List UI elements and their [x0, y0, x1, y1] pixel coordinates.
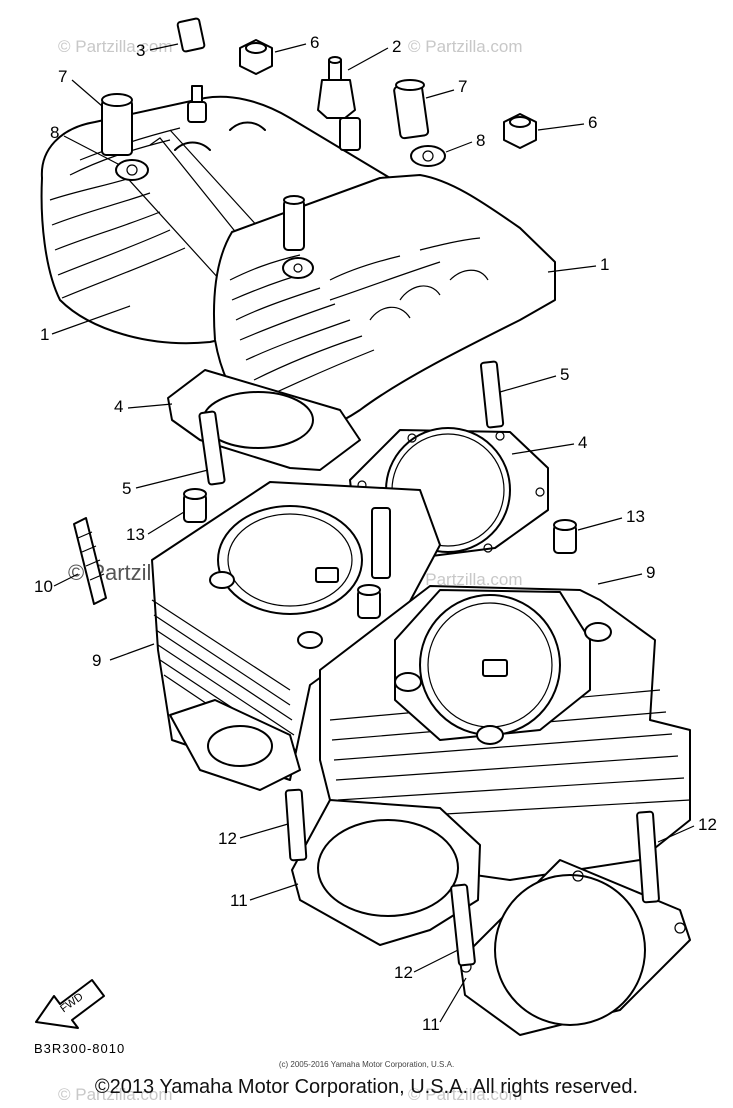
- cylinder-head-front: [213, 174, 556, 435]
- svg-text:2: 2: [392, 37, 401, 56]
- callout-11: 11: [230, 883, 299, 910]
- stud-5-right: [479, 360, 505, 429]
- bolt-13-center: [371, 507, 391, 579]
- callout-6: 6: [274, 33, 319, 53]
- callout-12: 12: [218, 823, 289, 848]
- watermark-text: © Partzilla.com: [408, 37, 523, 56]
- copyright-footer: ©2013 Yamaha Motor Corporation, U.S.A. A…: [94, 1076, 639, 1098]
- svg-text:7: 7: [458, 77, 467, 96]
- cap-nut-6-upper: [239, 39, 273, 75]
- callout-8: 8: [50, 123, 119, 165]
- svg-text:11: 11: [230, 891, 248, 910]
- callout-8: 8: [445, 131, 485, 153]
- svg-text:11: 11: [422, 1015, 440, 1034]
- callout-4: 4: [511, 433, 587, 455]
- callout-10: 10: [34, 573, 79, 596]
- base-gasket-front: [459, 859, 691, 1036]
- svg-text:8: 8: [50, 123, 59, 142]
- collar-front: [393, 79, 446, 167]
- callout-9: 9: [597, 563, 655, 585]
- watermark-text: © Partzilla.com: [58, 1085, 173, 1104]
- callout-13: 13: [126, 511, 185, 544]
- diagram-part-code: B3R300-8010: [34, 1041, 126, 1056]
- bolt-13-right: [553, 519, 577, 554]
- svg-text:5: 5: [122, 479, 131, 498]
- callout-7: 7: [425, 77, 467, 99]
- small-copyright: (c) 2005-2016 Yamaha Motor Corporation, …: [278, 1060, 455, 1069]
- svg-text:1: 1: [40, 325, 49, 344]
- callout-3: 3: [136, 41, 179, 60]
- watermark-text: © Partzilla.com: [408, 1085, 523, 1104]
- callout-13: 13: [577, 507, 645, 531]
- callout-7: 7: [58, 67, 103, 107]
- callout-1: 1: [547, 255, 609, 274]
- spark-plug-rear: [176, 17, 207, 123]
- stud-12-mid: [450, 883, 476, 967]
- svg-text:5: 5: [560, 365, 569, 384]
- cylinder-head-rear: [40, 95, 411, 345]
- svg-text:12: 12: [394, 963, 413, 982]
- svg-text:4: 4: [578, 433, 587, 452]
- svg-text:10: 10: [34, 577, 53, 596]
- stud-12-right: [636, 810, 660, 904]
- callout-9: 9: [92, 643, 155, 670]
- svg-text:9: 9: [92, 651, 101, 670]
- callout-layer: 3 6 2 7 7 8 8 6 1 1 5 4 4 5 13 13 10 9 9…: [34, 33, 717, 1034]
- spark-plug-front: [317, 56, 361, 151]
- svg-text:12: 12: [218, 829, 237, 848]
- dowel-pins-10: [73, 517, 107, 605]
- forward-arrow-icon: FWD: [35, 979, 105, 1029]
- callout-2: 2: [347, 37, 401, 71]
- svg-text:6: 6: [310, 33, 319, 52]
- base-gasket-rear: [291, 799, 481, 946]
- stud-5-left: [198, 410, 226, 486]
- callout-12: 12: [394, 949, 459, 982]
- callout-1: 1: [40, 305, 131, 344]
- svg-text:1: 1: [600, 255, 609, 274]
- callout-4: 4: [114, 397, 173, 416]
- svg-text:12: 12: [698, 815, 717, 834]
- watermark-text: © Partzilla.com: [58, 37, 173, 56]
- svg-text:4: 4: [114, 397, 123, 416]
- callout-11: 11: [422, 977, 467, 1034]
- bolt-13-mid: [357, 584, 381, 619]
- callout-6: 6: [537, 113, 597, 132]
- svg-text:7: 7: [58, 67, 67, 86]
- svg-text:6: 6: [588, 113, 597, 132]
- callout-5: 5: [122, 469, 209, 498]
- svg-text:13: 13: [626, 507, 645, 526]
- bolt-13-left: [183, 488, 207, 523]
- cap-nut-6-right: [503, 113, 537, 149]
- stud-12-left: [284, 788, 308, 862]
- head-gasket-rear: [167, 369, 361, 471]
- collar-rear: [101, 93, 149, 181]
- callout-5: 5: [499, 365, 569, 393]
- svg-text:3: 3: [136, 41, 145, 60]
- svg-text:8: 8: [476, 131, 485, 150]
- callout-12: 12: [657, 815, 717, 843]
- watermark-text: © Partzilla.com: [408, 570, 523, 589]
- svg-text:9: 9: [646, 563, 655, 582]
- cylinder-rear: [151, 481, 441, 791]
- svg-text:13: 13: [126, 525, 145, 544]
